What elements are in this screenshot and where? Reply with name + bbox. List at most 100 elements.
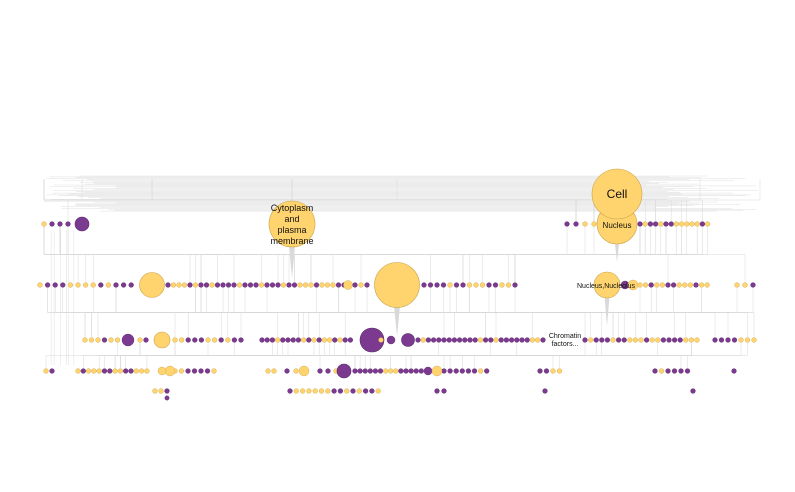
- node-row2: [479, 282, 486, 288]
- node-row4: [112, 368, 118, 374]
- node-row4: [49, 368, 55, 374]
- node-row1: [65, 221, 71, 227]
- node-row4: [325, 368, 331, 374]
- node-row4: [204, 368, 211, 374]
- node-row2: [37, 282, 43, 288]
- pointer-nucleolus: [604, 296, 610, 326]
- node-row2: [98, 282, 104, 288]
- node-row4: [75, 368, 81, 374]
- node-purple: [121, 333, 135, 347]
- node-row2: [209, 282, 215, 288]
- node-row4: [85, 368, 92, 374]
- node-row4: [191, 368, 198, 374]
- node-row4: [117, 368, 124, 374]
- node-row3: [712, 337, 718, 343]
- node-row2: [693, 282, 699, 288]
- edge: [291, 179, 577, 221]
- node-row4: [80, 368, 86, 374]
- node-purple-large: [359, 327, 385, 353]
- node-row2: [698, 282, 705, 288]
- node-row4: [133, 368, 139, 374]
- node-row2: [440, 282, 447, 288]
- node-row4: [543, 368, 550, 374]
- node-row4: [352, 368, 358, 374]
- node-row4: [383, 368, 389, 374]
- node-row2: [187, 282, 193, 288]
- node-row3: [88, 337, 95, 343]
- node-row2: [236, 282, 243, 288]
- node-yellow: [157, 366, 167, 376]
- label-cytoplasm-line2: and: [284, 214, 299, 224]
- node-row5: [325, 388, 331, 394]
- node-row3: [114, 337, 121, 343]
- node-row3: [95, 337, 101, 343]
- node-row3: [503, 337, 510, 343]
- node-row2: [165, 282, 171, 288]
- node-row3: [143, 337, 149, 343]
- node-row5: [331, 388, 337, 394]
- node-row2: [302, 282, 309, 288]
- node-row1: [652, 221, 659, 227]
- node-row3: [621, 337, 627, 343]
- node-row3: [599, 337, 605, 343]
- node-row3: [295, 337, 302, 343]
- node-row3: [212, 337, 218, 343]
- node-row4: [271, 368, 277, 374]
- node-row4: [128, 368, 134, 374]
- node-row3: [493, 337, 499, 343]
- node-row3: [108, 337, 114, 343]
- node-row5: [690, 388, 696, 394]
- node-row2: [364, 282, 370, 288]
- node-row4: [453, 368, 459, 374]
- node-row2: [466, 282, 473, 288]
- node-row4: [537, 368, 543, 374]
- node-row3: [610, 337, 616, 343]
- node-row3: [498, 337, 504, 343]
- node-row4: [465, 368, 472, 374]
- node-row4: [471, 368, 478, 374]
- node-row2: [286, 282, 292, 288]
- edge: [687, 343, 742, 368]
- node-row4: [684, 368, 691, 374]
- node-row4: [144, 368, 150, 374]
- node-row2: [734, 282, 740, 288]
- node-row2: [642, 282, 649, 288]
- node-row4: [96, 368, 102, 374]
- node-row1: [689, 221, 695, 227]
- node-row5: [293, 388, 299, 394]
- node-row1: [573, 221, 579, 227]
- node-row4: [556, 368, 563, 374]
- node-row2: [670, 282, 677, 288]
- node-yellow-large: [139, 272, 165, 298]
- node-row1: [678, 221, 685, 227]
- node-row4: [459, 368, 465, 374]
- node-row4: [447, 368, 453, 374]
- node-row5: [375, 388, 381, 394]
- node-row1: [668, 221, 674, 227]
- node-yellow-largest: [374, 262, 420, 308]
- node-purple: [423, 366, 433, 376]
- edge: [200, 227, 667, 282]
- node-row4: [418, 368, 424, 374]
- node-row2: [654, 282, 660, 288]
- node-row2: [198, 282, 204, 288]
- node-row4: [123, 368, 129, 374]
- node-row2: [505, 282, 512, 288]
- node-row3: [694, 337, 700, 343]
- node-yellow: [343, 280, 353, 290]
- label-cell: Cell: [607, 187, 628, 201]
- node-row3: [415, 337, 421, 343]
- node-row5: [318, 388, 325, 394]
- node-row4: [377, 368, 384, 374]
- node-row4: [185, 368, 191, 374]
- node-row1: [57, 221, 63, 227]
- node-row4: [678, 368, 684, 374]
- node-row4: [550, 368, 556, 374]
- label-nucleolus: Nucleus,Nucleolus: [577, 283, 635, 290]
- node-row1: [658, 221, 664, 227]
- label-layer: Cell Nucleus Cytoplasm and plasma membra…: [270, 187, 635, 348]
- node-row5: [434, 388, 440, 394]
- node-row4: [658, 368, 665, 374]
- node-row4: [408, 368, 414, 374]
